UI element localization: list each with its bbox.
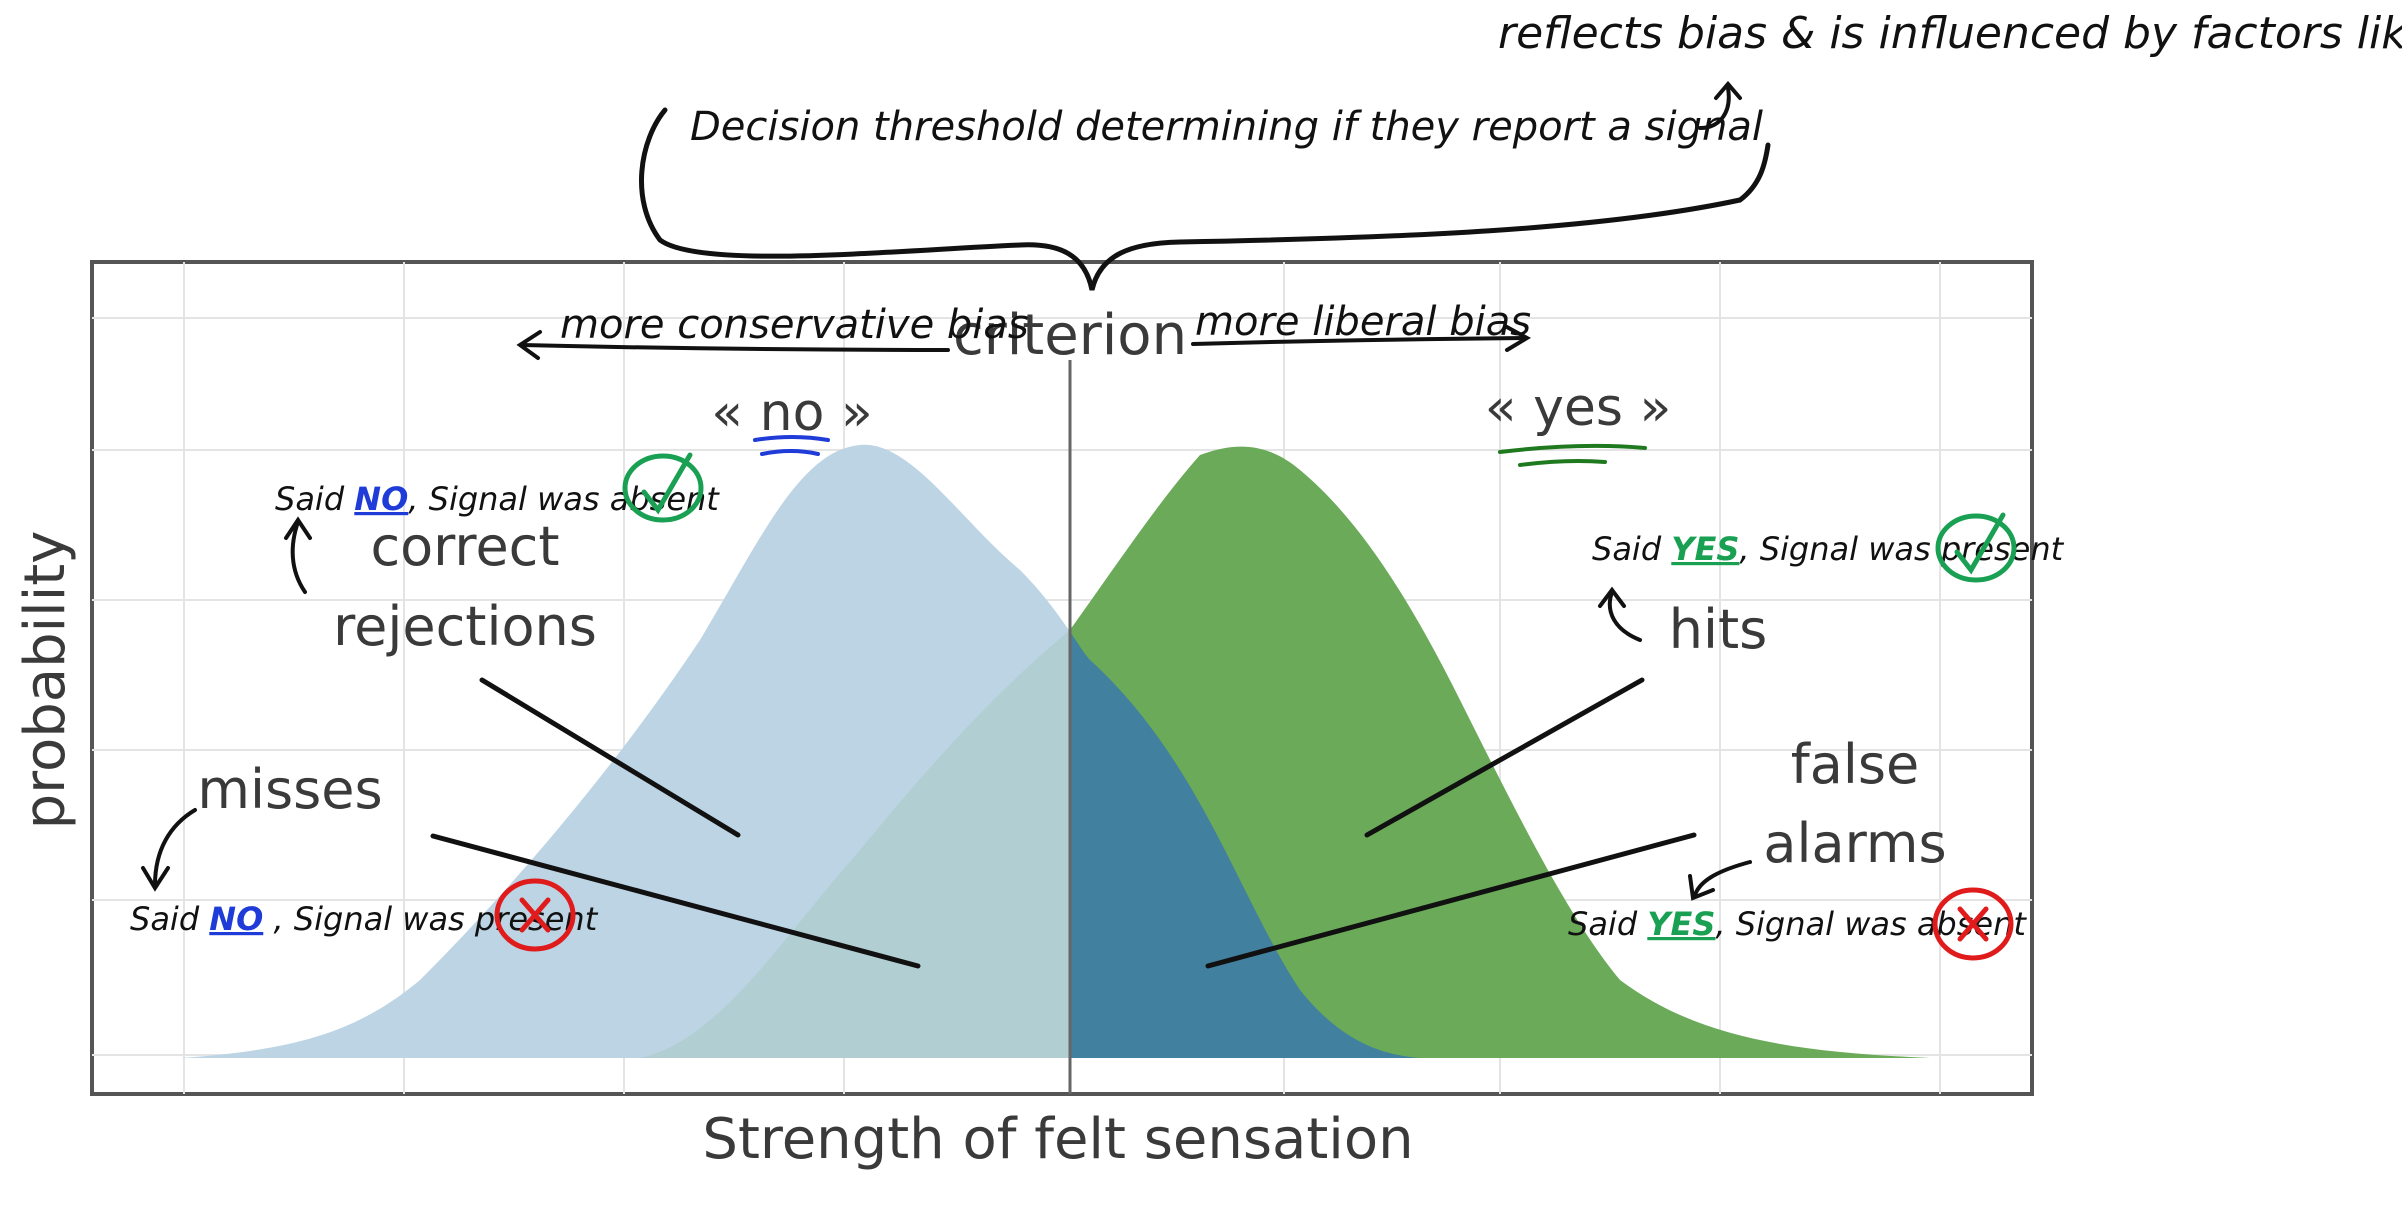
- said-yes-present-arrow: [1598, 586, 1642, 642]
- top-note: reflects bias & is influenced by factors…: [1498, 8, 2402, 59]
- said-no-absent-arrow: [284, 516, 312, 594]
- conservative-bias-arrow: [516, 330, 950, 360]
- said-no-absent-note: Said NO, Signal was absent: [275, 480, 720, 518]
- said-no-present-arrow: [141, 808, 197, 892]
- x-axis-label: Strength of felt sensation: [702, 1107, 1413, 1172]
- false-alarms-label-line2: alarms: [1763, 812, 1946, 875]
- false-alarms-region: [1070, 631, 1420, 1058]
- correct-rejections-label-line1: correct: [370, 515, 559, 578]
- threshold-brace: [639, 107, 1771, 291]
- liberal-bias-arrow: [1191, 324, 1532, 352]
- false-alarms-label-line1: false: [1791, 733, 1919, 796]
- top-note-arrow: [1698, 80, 1742, 130]
- correct-rejections-label-line2: rejections: [333, 595, 597, 658]
- check-icon: [622, 452, 704, 523]
- cross-icon: [1932, 887, 2014, 961]
- pointer-lines: [430, 677, 1697, 969]
- no-underline: [753, 435, 830, 456]
- yes-underline: [1498, 443, 1647, 467]
- y-axis-label: probability: [13, 531, 78, 830]
- said-yes-absent-arrow: [1688, 860, 1752, 901]
- misses-region: [640, 446, 1070, 1058]
- criterion-label: criterion: [953, 303, 1187, 368]
- hits-label: hits: [1669, 598, 1768, 661]
- check-icon: [1935, 512, 2017, 583]
- yes-label: « yes »: [1485, 378, 1672, 438]
- cross-icon: [494, 878, 576, 952]
- conservative-bias-label: more conservative bias: [560, 302, 1029, 348]
- misses-label: misses: [197, 758, 382, 821]
- threshold-note: Decision threshold determining if they r…: [690, 104, 1763, 150]
- no-label: « no »: [711, 383, 872, 443]
